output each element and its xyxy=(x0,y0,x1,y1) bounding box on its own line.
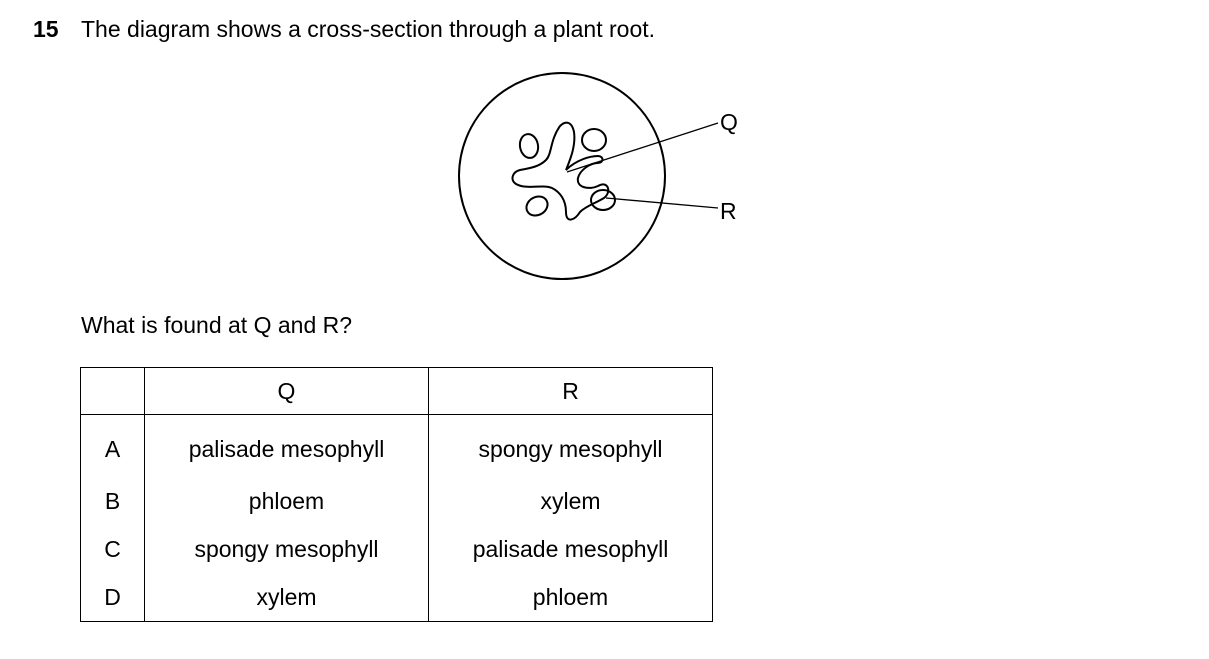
question-text: The diagram shows a cross-section throug… xyxy=(81,16,656,42)
label-r: R xyxy=(720,198,737,224)
option-q-value: palisade mesophyll xyxy=(144,414,429,477)
phloem-patch-top-left xyxy=(518,133,540,159)
option-r-value: spongy mesophyll xyxy=(428,414,713,477)
phloem-patch-top-right xyxy=(581,128,607,152)
answer-row-a: A palisade mesophyll spongy mesophyll xyxy=(80,414,713,477)
answer-table-header-row: Q R xyxy=(80,367,713,415)
answer-row-d: D xylem phloem xyxy=(80,573,713,622)
answer-table: Q R A palisade mesophyll spongy mesophyl… xyxy=(80,367,713,622)
diagram-svg: Q R xyxy=(458,72,738,280)
leader-line-r xyxy=(605,197,719,209)
answer-row-c: C spongy mesophyll palisade mesophyll xyxy=(80,525,713,573)
phloem-patch-bottom-left xyxy=(525,195,549,217)
root-outline xyxy=(458,72,666,280)
answer-row-b: B phloem xylem xyxy=(80,477,713,525)
option-letter: C xyxy=(80,525,145,573)
label-q: Q xyxy=(720,109,738,135)
question-number: 15 xyxy=(33,16,59,42)
header-r: R xyxy=(428,367,713,415)
phloem-patch-bottom-right xyxy=(590,189,616,211)
option-letter: A xyxy=(80,414,145,477)
option-r-value: phloem xyxy=(428,573,713,622)
root-cross-section-diagram: Q R xyxy=(440,60,760,295)
header-q: Q xyxy=(144,367,429,415)
question-prompt: What is found at Q and R? xyxy=(81,312,353,338)
option-q-value: phloem xyxy=(144,477,429,525)
option-letter: D xyxy=(80,573,145,622)
header-option xyxy=(80,367,145,415)
option-q-value: spongy mesophyll xyxy=(144,525,429,573)
leader-line-q xyxy=(566,122,719,173)
option-r-value: xylem xyxy=(428,477,713,525)
option-letter: B xyxy=(80,477,145,525)
option-r-value: palisade mesophyll xyxy=(428,525,713,573)
option-q-value: xylem xyxy=(144,573,429,622)
